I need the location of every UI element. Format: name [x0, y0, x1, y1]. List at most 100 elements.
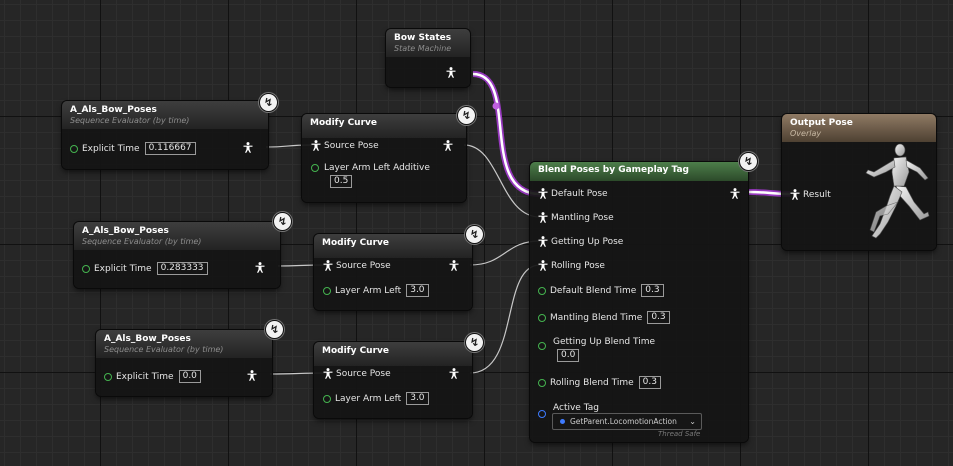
curve-value[interactable]: 0.5 [330, 175, 353, 188]
pose-pin-icon [247, 370, 257, 381]
default-blend-time-pin[interactable]: Default Blend Time 0.3 [538, 284, 664, 297]
mod1-output-pin[interactable] [443, 140, 456, 151]
pin-label: Mantling Pose [551, 212, 614, 223]
modify-curve-node-2[interactable]: Modify Curve ↯ Source Pose Layer Arm Lef… [314, 225, 484, 310]
pose-pin-icon [538, 260, 548, 271]
pin-label: Source Pose [324, 140, 379, 151]
pin-label: Layer Arm Left [335, 393, 402, 404]
node-title: Bow States [394, 33, 452, 43]
output-header: Output Pose Overlay [782, 114, 936, 142]
pose-pin-icon [443, 140, 453, 151]
node-subtitle: Sequence Evaluator (by time) [82, 237, 202, 246]
sequence-evaluator-node-2[interactable]: A_Als_Bow_Poses Sequence Evaluator (by t… [74, 212, 292, 288]
explicit-time-pin[interactable]: Explicit Time 0.0 [104, 370, 201, 383]
node-title: Blend Poses by Gameplay Tag [538, 165, 689, 175]
curve-pin[interactable]: Layer Arm Left 3.0 [323, 284, 429, 297]
node-title: Modify Curve [322, 238, 390, 248]
node-subtitle: State Machine [394, 44, 452, 53]
pin-label: Layer Arm Left Additive [324, 163, 430, 173]
curve-value[interactable]: 3.0 [406, 284, 429, 297]
bow-states-node[interactable]: Bow States State Machine [386, 29, 470, 87]
float-pin-icon [323, 286, 331, 295]
pose-pin-icon [446, 67, 456, 78]
rolling-blend-time-value[interactable]: 0.3 [638, 376, 661, 389]
float-pin-icon [538, 313, 546, 322]
node-title: Modify Curve [322, 346, 390, 356]
active-tag-dropdown[interactable]: GetParent.LocomotionAction ⌄ [552, 413, 702, 430]
wire-mod1-to-mantling [463, 144, 541, 218]
bow-states-header: Bow States State Machine [386, 29, 470, 57]
lightning-bolt-icon: ↯ [259, 93, 278, 112]
pose-pin-icon [323, 260, 333, 271]
sequence-evaluator-node-3[interactable]: A_Als_Bow_Poses Sequence Evaluator (by t… [96, 320, 284, 396]
rolling-blend-time-pin[interactable]: Rolling Blend Time 0.3 [538, 376, 661, 389]
lightning-bolt-icon: ↯ [457, 106, 476, 125]
wire-mod3-to-rolling [469, 264, 541, 374]
lightning-bolt-icon: ↯ [739, 152, 758, 171]
pose-pin-icon [538, 188, 548, 199]
float-pin-icon [538, 378, 546, 387]
getting-up-blend-group: Getting Up Blend Time 0.0 [553, 337, 655, 362]
modify-curve-node-3[interactable]: Modify Curve ↯ Source Pose Layer Arm Lef… [314, 333, 484, 418]
float-pin-icon [538, 286, 546, 295]
pose-pin-icon [255, 262, 265, 273]
active-tag-label: Active Tag [553, 403, 599, 413]
curve-value[interactable]: 3.0 [406, 392, 429, 405]
active-tag-pin[interactable] [538, 410, 550, 418]
node-title: Modify Curve [310, 118, 378, 128]
pose-pin-icon [538, 212, 548, 223]
seq2-output-pin[interactable] [255, 262, 268, 273]
seq1-output-pin[interactable] [243, 142, 256, 153]
getting-up-pose-pin[interactable]: Getting Up Pose [538, 236, 623, 247]
curve-pin[interactable] [311, 164, 323, 172]
pin-label: Default Blend Time [550, 285, 637, 296]
pin-label: Result [803, 189, 831, 200]
curve-pin-group: Layer Arm Left Additive 0.5 [324, 163, 430, 188]
gameplay-tag-dot-icon [560, 419, 565, 424]
mantling-blend-time-value[interactable]: 0.3 [647, 311, 670, 324]
explicit-time-pin[interactable]: Explicit Time 0.283333 [82, 262, 208, 275]
default-pose-pin[interactable]: Default Pose [538, 188, 608, 199]
float-pin-icon [538, 342, 546, 350]
explicit-time-value[interactable]: 0.283333 [156, 262, 208, 275]
seq3-output-pin[interactable] [247, 370, 260, 381]
float-pin-icon [323, 394, 331, 403]
explicit-time-value[interactable]: 0.0 [178, 370, 201, 383]
explicit-time-value[interactable]: 0.116667 [144, 142, 196, 155]
pose-pin-icon [323, 368, 333, 379]
rolling-pose-pin[interactable]: Rolling Pose [538, 260, 605, 271]
result-pin[interactable]: Result [790, 189, 831, 200]
mantling-pose-pin[interactable]: Mantling Pose [538, 212, 614, 223]
explicit-time-pin[interactable]: Explicit Time 0.116667 [70, 142, 196, 155]
float-pin-icon [104, 372, 112, 381]
blend-output-pin[interactable] [730, 188, 743, 199]
mantling-blend-time-pin[interactable]: Mantling Blend Time 0.3 [538, 311, 670, 324]
pin-label: Explicit Time [94, 263, 152, 274]
pin-label: Mantling Blend Time [550, 312, 643, 323]
source-pose-pin[interactable]: Source Pose [323, 368, 391, 379]
bow-states-output-pin[interactable] [446, 67, 459, 78]
curve-pin[interactable]: Layer Arm Left 3.0 [323, 392, 429, 405]
modify-curve-node-1[interactable]: Modify Curve ↯ Source Pose Layer Arm Lef… [302, 106, 476, 202]
getting-up-blend-time-value[interactable]: 0.0 [557, 349, 580, 362]
pin-label: Getting Up Pose [551, 236, 624, 247]
lightning-bolt-icon: ↯ [465, 225, 484, 244]
node-title: A_Als_Bow_Poses [82, 226, 169, 236]
getting-up-blend-time-pin[interactable] [538, 342, 550, 350]
source-pose-pin[interactable]: Source Pose [323, 260, 391, 271]
mod3-output-pin[interactable] [449, 368, 462, 379]
default-blend-time-value[interactable]: 0.3 [641, 284, 664, 297]
active-tag-value: GetParent.LocomotionAction [570, 417, 677, 426]
mod2-output-pin[interactable] [449, 260, 462, 271]
chevron-down-icon: ⌄ [689, 417, 696, 426]
float-pin-icon [82, 264, 90, 273]
node-title: A_Als_Bow_Poses [104, 334, 191, 344]
gameplay-tag-pin-icon [538, 410, 546, 418]
source-pose-pin[interactable]: Source Pose [311, 140, 379, 151]
sequence-evaluator-node-1[interactable]: A_Als_Bow_Poses Sequence Evaluator (by t… [62, 93, 278, 169]
pin-label: Explicit Time [116, 371, 174, 382]
blend-poses-by-gameplay-tag-node[interactable]: Blend Poses by Gameplay Tag ↯ Default Po… [530, 152, 758, 442]
node-subtitle: Overlay [790, 129, 822, 138]
pose-pin-icon [311, 140, 321, 151]
output-pose-node[interactable]: Output Pose Overlay Result [782, 114, 936, 250]
